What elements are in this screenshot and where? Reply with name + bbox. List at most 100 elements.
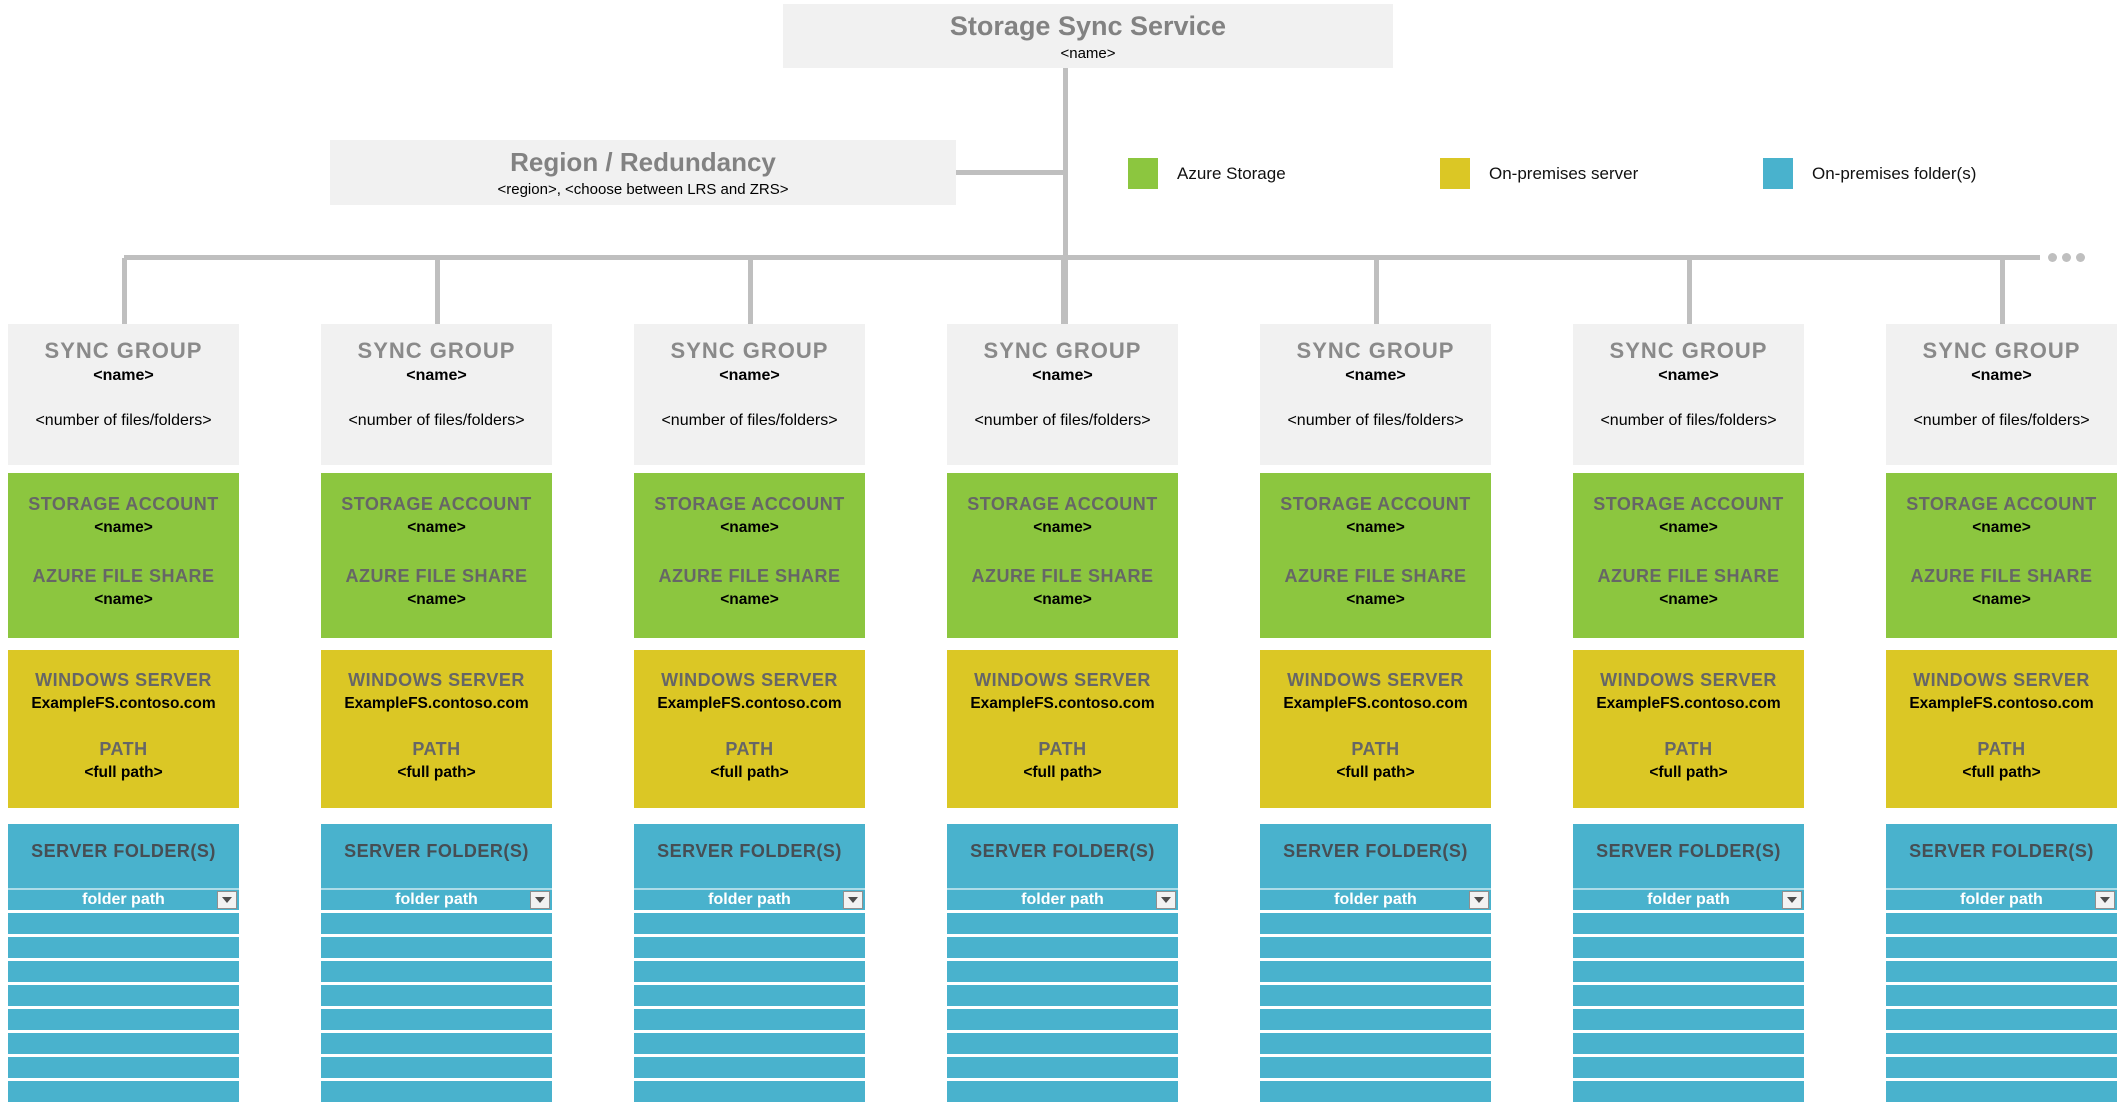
path-value-placeholder: <full path> <box>1962 764 2041 781</box>
empty-folder-row <box>1886 937 2117 961</box>
legend-label: On-premises folder(s) <box>1812 163 1977 183</box>
windows-server-host: ExampleFS.contoso.com <box>31 695 216 712</box>
empty-folder-row <box>1886 1081 2117 1103</box>
sync-group-column: SYNC GROUP <name> <number of files/folde… <box>321 258 552 1103</box>
sync-group-name-placeholder: <name> <box>406 367 467 384</box>
dropdown-arrow-button[interactable] <box>1782 891 1802 909</box>
path-value-placeholder: <full path> <box>710 764 789 781</box>
connector-drop-line <box>434 258 440 324</box>
sync-group-header-box: SYNC GROUP <name> <number of files/folde… <box>1260 324 1491 465</box>
dropdown-arrow-button[interactable] <box>843 891 863 909</box>
folder-path-cell[interactable]: folder path <box>947 888 1178 913</box>
sync-group-title: SYNC GROUP <box>1609 338 1768 363</box>
sync-group-column: SYNC GROUP <name> <number of files/folde… <box>1573 258 1804 1103</box>
storage-account-label: STORAGE ACCOUNT <box>654 494 845 514</box>
sync-group-column: SYNC GROUP <name> <number of files/folde… <box>634 258 865 1103</box>
more-sync-groups-ellipsis-icon <box>2048 253 2090 262</box>
empty-folder-row <box>1260 1081 1491 1103</box>
dropdown-arrow-button[interactable] <box>1469 891 1489 909</box>
server-folders-label: SERVER FOLDER(S) <box>31 841 216 861</box>
path-value-placeholder: <full path> <box>1336 764 1415 781</box>
dropdown-arrow-button[interactable] <box>530 891 550 909</box>
dropdown-arrow-button[interactable] <box>2095 891 2115 909</box>
sync-group-count-placeholder: <number of files/folders> <box>1287 412 1464 429</box>
sync-group-count-placeholder: <number of files/folders> <box>35 412 212 429</box>
azure-storage-box: STORAGE ACCOUNT <name> AZURE FILE SHARE … <box>1573 473 1804 638</box>
empty-folder-row <box>1886 1057 2117 1081</box>
empty-folder-row <box>634 937 865 961</box>
storage-account-label: STORAGE ACCOUNT <box>1906 494 2097 514</box>
sync-group-header-box: SYNC GROUP <name> <number of files/folde… <box>1886 324 2117 465</box>
empty-folder-row <box>1886 1009 2117 1033</box>
azure-file-share-label: AZURE FILE SHARE <box>32 566 215 586</box>
windows-server-box: WINDOWS SERVER ExampleFS.contoso.com PAT… <box>634 650 865 808</box>
sync-group-header-box: SYNC GROUP <name> <number of files/folde… <box>321 324 552 465</box>
storage-account-name-placeholder: <name> <box>1659 519 1718 536</box>
dropdown-arrow-button[interactable] <box>217 891 237 909</box>
azure-storage-box: STORAGE ACCOUNT <name> AZURE FILE SHARE … <box>634 473 865 638</box>
empty-folder-row <box>8 961 239 985</box>
sync-group-columns: SYNC GROUP <name> <number of files/folde… <box>8 258 2117 1103</box>
windows-server-label: WINDOWS SERVER <box>974 670 1151 690</box>
storage-account-name-placeholder: <name> <box>1972 519 2031 536</box>
windows-server-label: WINDOWS SERVER <box>1913 670 2090 690</box>
windows-server-host: ExampleFS.contoso.com <box>970 695 1155 712</box>
legend-item-on-premises-server: On-premises server <box>1440 158 1638 189</box>
legend-label: Azure Storage <box>1177 163 1286 183</box>
folder-path-cell[interactable]: folder path <box>1260 888 1491 913</box>
folder-path-cell[interactable]: folder path <box>634 888 865 913</box>
storage-sync-service-name-placeholder: <name> <box>1060 45 1116 62</box>
folder-path-cell[interactable]: folder path <box>1573 888 1804 913</box>
storage-sync-service-title: Storage Sync Service <box>949 11 1227 41</box>
server-folders-label: SERVER FOLDER(S) <box>657 841 842 861</box>
server-folders-box: SERVER FOLDER(S) folder path <box>634 824 865 1103</box>
server-folders-box: SERVER FOLDER(S) folder path <box>8 824 239 1103</box>
storage-account-name-placeholder: <name> <box>94 519 153 536</box>
server-folders-box: SERVER FOLDER(S) folder path <box>1573 824 1804 1103</box>
empty-folder-row <box>947 1057 1178 1081</box>
empty-folder-rows <box>947 913 1178 1103</box>
connector-drop-line <box>1060 258 1066 324</box>
empty-folder-row <box>1886 985 2117 1009</box>
region-redundancy-box: Region / Redundancy <region>, <choose be… <box>330 140 956 205</box>
sync-group-count-placeholder: <number of files/folders> <box>974 412 1151 429</box>
sync-group-title: SYNC GROUP <box>670 338 829 363</box>
empty-folder-rows <box>634 913 865 1103</box>
empty-folder-row <box>1260 937 1491 961</box>
azure-storage-box: STORAGE ACCOUNT <name> AZURE FILE SHARE … <box>8 473 239 638</box>
azure-file-share-name-placeholder: <name> <box>1659 591 1718 608</box>
empty-folder-row <box>1573 1057 1804 1081</box>
windows-server-label: WINDOWS SERVER <box>1287 670 1464 690</box>
empty-folder-row <box>1260 913 1491 937</box>
empty-folder-row <box>321 1009 552 1033</box>
windows-server-box: WINDOWS SERVER ExampleFS.contoso.com PAT… <box>8 650 239 808</box>
dropdown-arrow-button[interactable] <box>1156 891 1176 909</box>
empty-folder-row <box>1573 985 1804 1009</box>
empty-folder-row <box>634 913 865 937</box>
path-value-placeholder: <full path> <box>397 764 476 781</box>
legend-item-azure-storage: Azure Storage <box>1128 158 1286 189</box>
empty-folder-row <box>1260 985 1491 1009</box>
empty-folder-row <box>8 985 239 1009</box>
windows-server-box: WINDOWS SERVER ExampleFS.contoso.com PAT… <box>1260 650 1491 808</box>
folder-path-cell[interactable]: folder path <box>321 888 552 913</box>
connector-drop-line <box>1999 258 2005 324</box>
empty-folder-row <box>8 1033 239 1057</box>
sync-group-count-placeholder: <number of files/folders> <box>1913 412 2090 429</box>
empty-folder-row <box>8 937 239 961</box>
sync-group-header-box: SYNC GROUP <name> <number of files/folde… <box>947 324 1178 465</box>
folder-path-cell[interactable]: folder path <box>8 888 239 913</box>
chevron-down-icon <box>535 897 545 903</box>
sync-group-title: SYNC GROUP <box>357 338 516 363</box>
sync-group-count-placeholder: <number of files/folders> <box>661 412 838 429</box>
azure-storage-box: STORAGE ACCOUNT <name> AZURE FILE SHARE … <box>1260 473 1491 638</box>
azure-file-share-label: AZURE FILE SHARE <box>971 566 1154 586</box>
empty-folder-row <box>1573 961 1804 985</box>
folder-path-cell[interactable]: folder path <box>1886 888 2117 913</box>
chevron-down-icon <box>848 897 858 903</box>
azure-file-share-label: AZURE FILE SHARE <box>1284 566 1467 586</box>
windows-server-box: WINDOWS SERVER ExampleFS.contoso.com PAT… <box>947 650 1178 808</box>
empty-folder-row <box>8 1057 239 1081</box>
windows-server-label: WINDOWS SERVER <box>35 670 212 690</box>
storage-account-name-placeholder: <name> <box>1346 519 1405 536</box>
